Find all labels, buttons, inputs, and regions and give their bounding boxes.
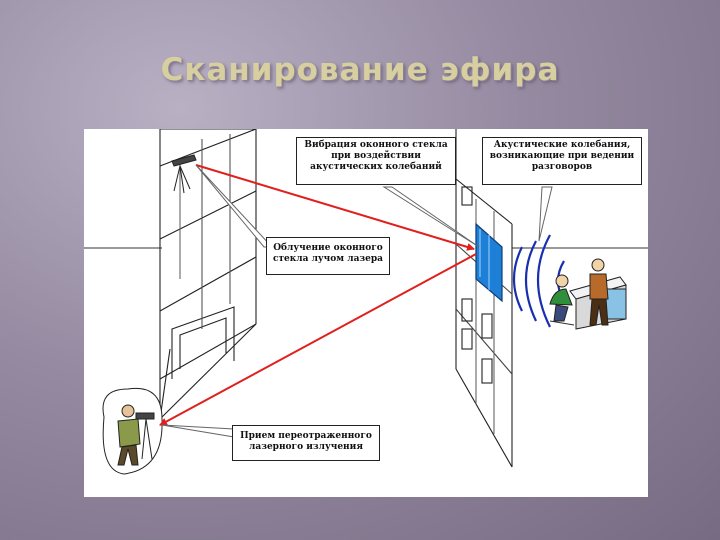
callout-glass-vibration: Вибрация оконного стекла при воздействии… [296, 137, 456, 185]
window-glass [475, 222, 503, 303]
callout-pointers [161, 164, 553, 438]
callout-reflected-reception: Прием переотраженного лазерного излучени… [232, 425, 380, 461]
callout-laser-irradiation: Облучение оконного стекла лучом лазера [266, 237, 390, 275]
office-scene [549, 258, 627, 330]
laser-device-icon [171, 154, 197, 194]
left-building [159, 129, 257, 420]
receiver-operator-icon [102, 387, 163, 475]
slide-title: Сканирование эфира [160, 52, 560, 88]
laser-beams [159, 164, 477, 426]
laser-eavesdropping-diagram: Вибрация оконного стекла при воздействии… [84, 129, 648, 497]
callout-acoustic-oscillations: Акустические колебания, возникающие при … [482, 137, 642, 185]
diagram-illustration [84, 129, 648, 475]
